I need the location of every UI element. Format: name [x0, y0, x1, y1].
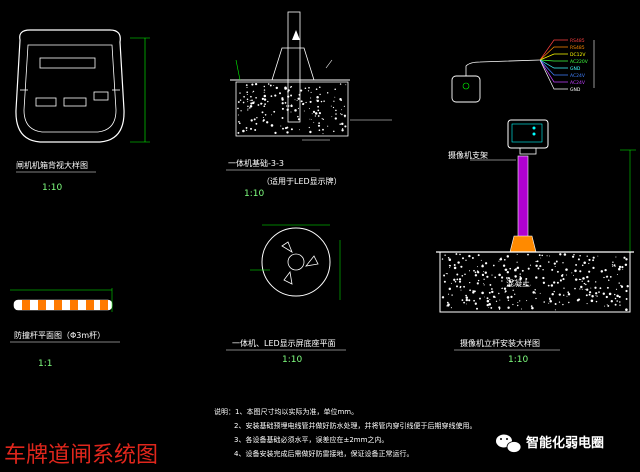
wire-label: AC24V — [570, 73, 586, 79]
note-3: 3、各设备基础必须水平，误差应在±2mm之内。 — [234, 435, 388, 444]
wire-label: GND — [570, 87, 581, 93]
concrete-fill-pole — [441, 253, 629, 311]
camera-pole-scale: 1:10 — [508, 355, 528, 365]
gate-box-label: 闸机机箱背视大样图 — [16, 160, 88, 170]
section-view — [230, 11, 392, 141]
wire-label: AC24V — [570, 80, 586, 86]
drawing-title: 车牌道闸系统图 — [4, 443, 158, 468]
wire-label: RS485 — [570, 45, 585, 51]
section-scale: 1:10 — [244, 189, 264, 199]
section-label: 一体机基础-3-3 — [228, 158, 284, 168]
wechat-icon — [496, 434, 522, 453]
anticollision-bar — [10, 288, 113, 312]
wire-label: DC12V — [570, 52, 586, 58]
wire-label: RS485 — [570, 38, 585, 44]
wire-label: AC220V — [570, 59, 589, 65]
concrete-fill-section — [237, 82, 347, 135]
wire-label: GND — [570, 66, 581, 72]
foundation-label: 混凝土 — [506, 278, 530, 288]
note-4: 4、设备安装完成后需做好防雷接地，保证设备正常运行。 — [234, 449, 413, 458]
gate-box-scale: 1:10 — [42, 183, 62, 193]
note-1: 说明：1、本图尺寸均以实际为准，单位mm。 — [214, 407, 358, 416]
watermark: 智能化弱电圈 — [526, 435, 604, 451]
bracket-label: 摄像机支架 — [448, 150, 488, 160]
notes: 说明：1、本图尺寸均以实际为准，单位mm。 2、安装基础预埋电线管并做好防水处理… — [214, 407, 476, 458]
gate-box-rear-view — [15, 29, 150, 143]
note-2: 2、安装基础预埋电线管并做好防水处理，并将管内穿引线便于后期穿线使用。 — [234, 421, 476, 430]
led-base-scale: 1:10 — [282, 355, 302, 365]
camera-pole-label: 摄像机立杆安装大样图 — [460, 338, 540, 348]
led-base-label: 一体机、LED显示屏底座平面 — [232, 338, 336, 348]
led-base-plan — [250, 224, 341, 300]
camera-pole — [436, 119, 636, 313]
section-sublabel: （适用于LED显示牌） — [262, 176, 342, 186]
anticollision-scale: 1:1 — [38, 359, 52, 369]
anticollision-label: 防撞杆平面图（Φ3m杆） — [14, 330, 105, 340]
